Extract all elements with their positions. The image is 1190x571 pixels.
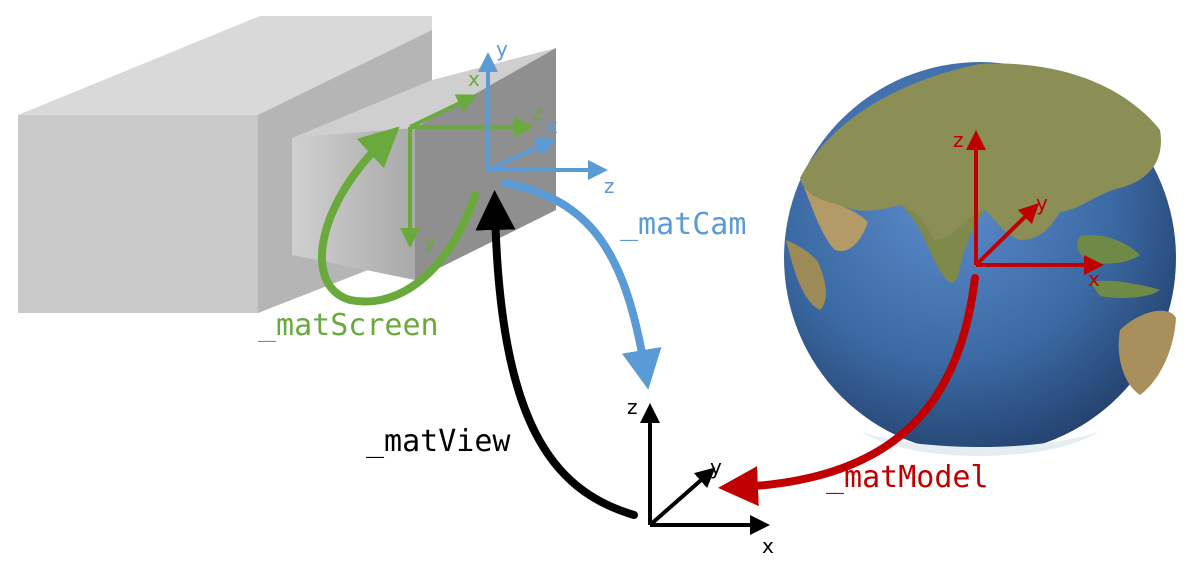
model-y-axis — [974, 202, 1040, 267]
screen-y-label: y — [424, 229, 436, 253]
world-axes: z y x — [627, 395, 774, 558]
world-x-label: x — [762, 534, 774, 558]
model-axes: z y x — [953, 128, 1104, 291]
camera-z-label: z — [604, 174, 615, 198]
globe-ice-antarctica — [862, 432, 1098, 456]
camera-x-axis — [487, 138, 557, 172]
world-y-axis — [648, 467, 716, 527]
mat-screen-label: _matScreen — [258, 308, 439, 343]
camera-x-label: x — [546, 114, 558, 138]
box-front-face — [18, 115, 258, 313]
globe-land-asia — [800, 63, 1161, 240]
mat-screen-arrow — [317, 126, 479, 306]
camera-box — [18, 16, 556, 313]
mat-cam-label: _matCam — [620, 207, 746, 242]
globe-land-india — [900, 205, 985, 283]
mat-model-label: _matModel — [826, 460, 989, 495]
screen-axes: x z y — [400, 67, 543, 253]
globe-land-arabia — [800, 178, 868, 251]
model-y-label: y — [1036, 191, 1048, 215]
screen-x-label: x — [468, 67, 480, 91]
camera-axes: y x z — [478, 37, 615, 198]
earth-globe — [784, 62, 1176, 456]
tunnel-inner-face — [415, 48, 556, 280]
screen-z-label: z — [532, 101, 543, 125]
mat-view-arrow — [475, 190, 638, 519]
mat-model-arrow — [718, 274, 979, 507]
world-z-label: z — [627, 395, 638, 419]
camera-y-label: y — [496, 37, 508, 61]
mat-cam-arrow — [501, 179, 662, 390]
globe-land-sea-islands — [1077, 234, 1160, 298]
globe-land-africa — [786, 240, 826, 310]
globe-land-australia — [1118, 310, 1176, 395]
tunnel-left-face — [292, 128, 415, 280]
world-y-label: y — [710, 455, 722, 479]
screen-x-axis — [409, 94, 478, 129]
model-x-label: x — [1088, 267, 1100, 291]
mat-view-label: _matView — [366, 424, 511, 459]
model-z-label: z — [953, 128, 964, 152]
